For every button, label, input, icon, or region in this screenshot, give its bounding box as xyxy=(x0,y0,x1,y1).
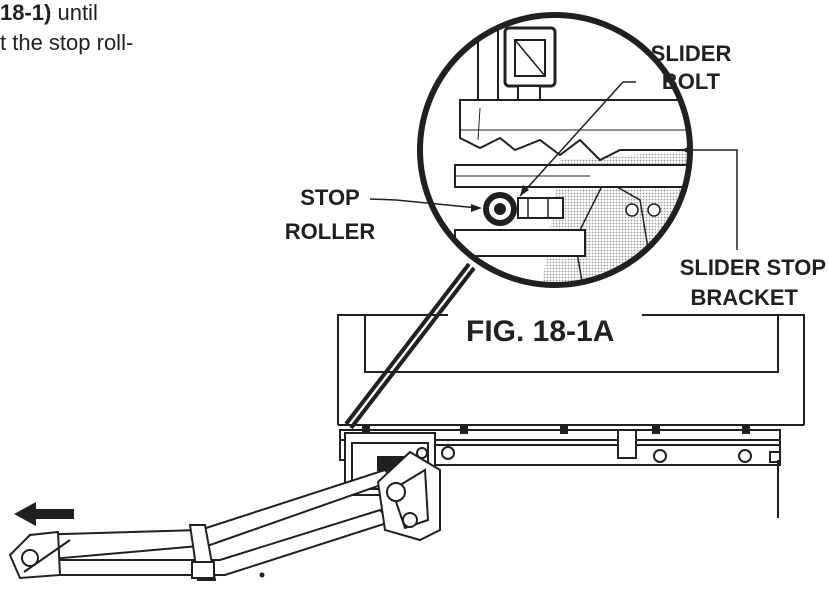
frame-bolts xyxy=(362,424,750,434)
callout-leaders xyxy=(369,81,738,250)
stop-roller-arrowhead xyxy=(471,204,482,212)
instruction-text-rest: until xyxy=(51,0,98,25)
hitch-linkage xyxy=(8,450,441,581)
trailer-box xyxy=(337,314,805,426)
slider-stop-arrowhead xyxy=(682,145,692,155)
stop-roller-label-line-2: ROLLER xyxy=(284,219,376,244)
instruction-text-line-2: t the stop roll- xyxy=(0,30,134,55)
stop-roller-label-line-1: STOP xyxy=(300,185,360,210)
slider-bolt-arrowhead xyxy=(520,185,529,196)
slider-stop-label-line-1: SLIDER STOP xyxy=(679,255,826,280)
direction-arrow-icon xyxy=(14,502,74,526)
slider-stop-label-line-2: BRACKET xyxy=(690,285,798,310)
instruction-text-line-1: 18-1) until xyxy=(0,0,98,28)
slider-bolt-label-line-1: SLIDER xyxy=(650,41,732,66)
pivot-dot xyxy=(259,572,265,578)
instruction-figure-ref: 18-1) xyxy=(0,0,52,25)
magnifier-leader xyxy=(344,262,476,430)
slider-bolt-label-line-2: BOLT xyxy=(661,69,721,94)
figure-label: FIG. 18-1A xyxy=(466,315,615,348)
